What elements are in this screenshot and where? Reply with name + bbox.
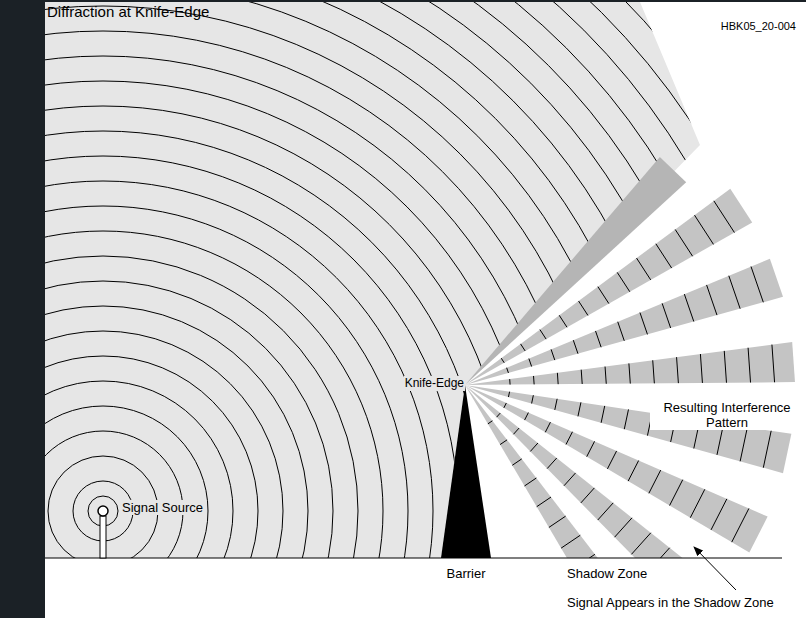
barrier-shape xyxy=(441,385,491,558)
antenna-mast xyxy=(100,516,106,558)
ground-line xyxy=(45,557,782,558)
diagram-title: Diffraction at Knife-Edge xyxy=(47,3,209,20)
interference-bands xyxy=(465,157,795,558)
pattern-label: Resulting Interference Pattern xyxy=(650,400,804,430)
barrier-label: Barrier xyxy=(446,566,485,581)
source-label: Signal Source xyxy=(120,500,205,515)
zone-label: Shadow Zone xyxy=(567,566,647,581)
callout-note: Signal Appears in the Shadow Zone xyxy=(567,595,774,610)
antenna-source xyxy=(98,506,108,516)
knife-edge-label: Knife-Edge xyxy=(404,376,465,391)
figure-id: HBK05_20-004 xyxy=(719,20,798,33)
leader-arrow xyxy=(694,547,736,590)
